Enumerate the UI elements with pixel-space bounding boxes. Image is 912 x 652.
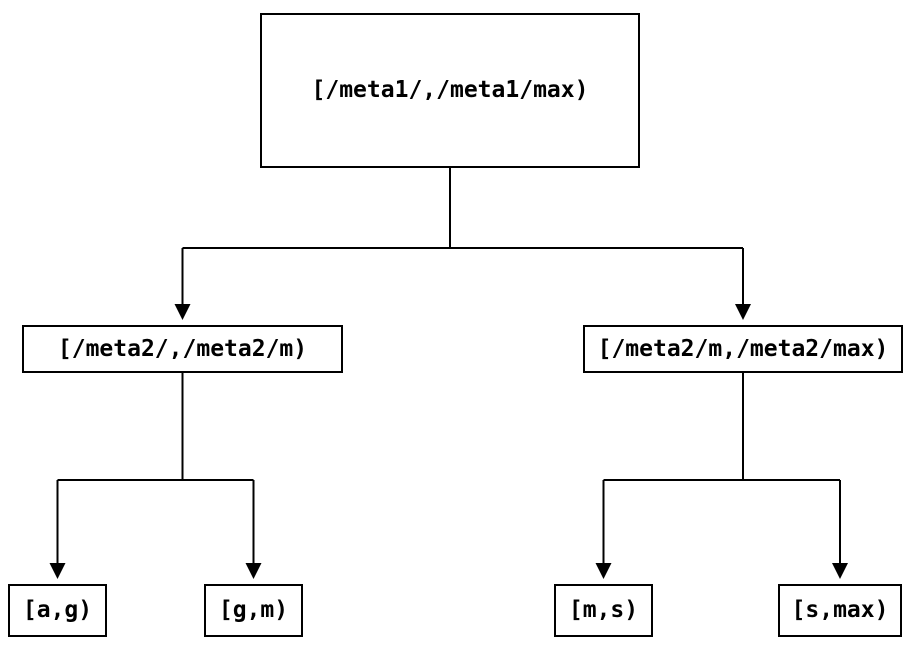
arrowhead-down-icon [49,563,66,579]
arrowhead-down-icon [735,304,751,320]
node-leaf-range-a-g: [a,g) [8,584,107,637]
arrowhead-down-icon [245,563,262,579]
arrowhead-down-icon [174,304,191,320]
node-leaf-range-s-max: [s,max) [778,584,902,637]
node-meta2-low-range: [/meta2/,/meta2/m) [22,325,343,373]
arrowhead-down-icon [595,563,612,579]
connector-meta2-low-to-children [56,373,255,564]
connector-root-to-children [181,168,744,305]
node-leaf-range-g-m: [g,m) [204,584,303,637]
arrowhead-down-icon [832,563,848,579]
node-meta2-high-range: [/meta2/m,/meta2/max) [583,325,903,373]
node-meta1-range: [/meta1/,/meta1/max) [260,13,640,168]
node-leaf-range-m-s: [m,s) [554,584,653,637]
connector-meta2-high-to-children [602,373,841,564]
